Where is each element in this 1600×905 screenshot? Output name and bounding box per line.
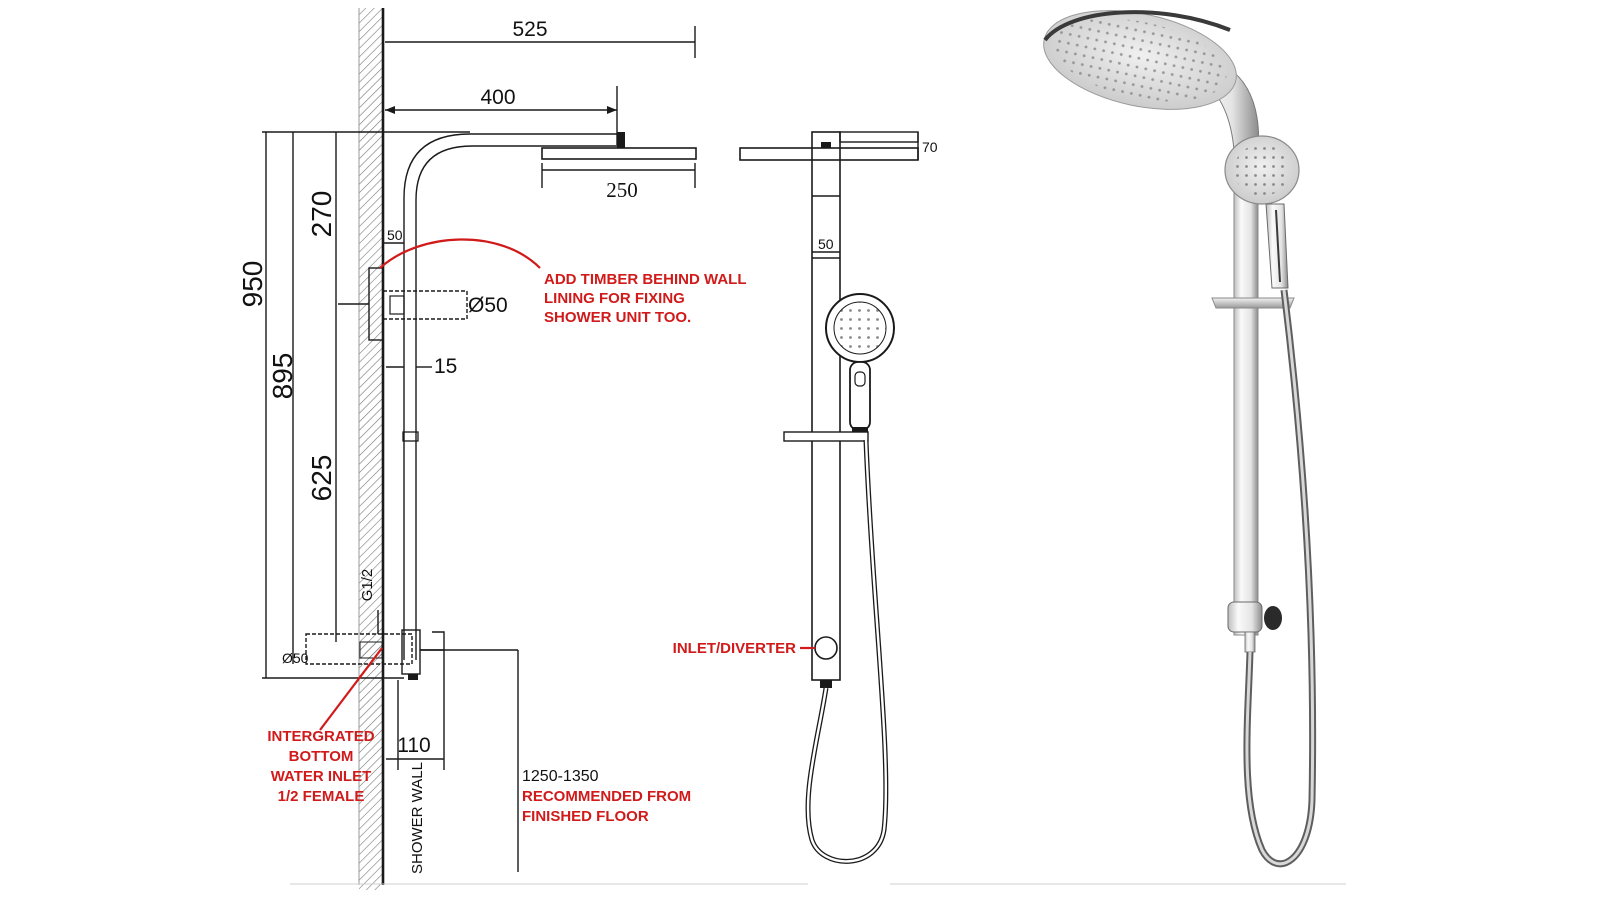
bracket-clamp: [389, 295, 405, 315]
dim-625-label: 625: [306, 455, 337, 502]
hose-connector-front: [820, 680, 832, 688]
dim-50-side-label: 50: [387, 227, 403, 243]
arm-outer-line: [403, 133, 625, 660]
inlet-thread: [359, 641, 383, 659]
timber-leader: [379, 238, 541, 269]
dim-110-label: 110: [397, 734, 430, 757]
rail-joint: [402, 431, 419, 442]
diverter-handle-side: [420, 631, 445, 651]
render-diverter-knob: [1264, 606, 1282, 630]
dim-270-label: 270: [306, 191, 337, 238]
rail-front: [811, 131, 841, 681]
head-connector: [617, 132, 625, 148]
soap-shelf-front: [783, 431, 869, 442]
hose-outlet-side: [408, 674, 418, 680]
dim-525-label: 525: [512, 18, 547, 41]
recommended-note-line-1: RECOMMENDED FROM: [522, 788, 691, 805]
inlet-note-line-2: BOTTOM: [289, 748, 354, 765]
handle-dock: [852, 427, 868, 432]
arm-front: [839, 131, 919, 143]
dim-70-label: 70: [922, 139, 938, 155]
overhead-head-side: [541, 147, 697, 160]
inlet-note-line-3: WATER INLET: [271, 768, 372, 785]
dim-50-front-label: 50: [818, 236, 834, 252]
diverter-knob-front: [814, 636, 838, 660]
inlet-body: [305, 633, 413, 665]
render-rail: [1233, 149, 1259, 636]
overhead-head-front: [739, 147, 919, 161]
side-elevation: 525 400 250 Ø50 50 15: [237, 8, 808, 890]
render-soap-shelf: [1211, 297, 1295, 309]
dim-15-label: 15: [434, 355, 457, 378]
hand-shower-nozzles: [833, 301, 887, 355]
timber-note-line-1: ADD TIMBER BEHIND WALL: [544, 271, 747, 288]
inlet-note-line-1: INTERGRATED: [267, 728, 374, 745]
shower-wall-label: SHOWER WALL: [409, 762, 426, 874]
inlet-leader: [319, 647, 383, 731]
render-hose-connector: [1244, 631, 1256, 653]
timber-note-line-2: LINING FOR FIXING: [544, 290, 685, 307]
render-handle-shadow: [1275, 209, 1281, 283]
dim-950-label: 950: [237, 261, 268, 308]
dim-dia50-bracket: Ø50: [468, 294, 508, 317]
diverter-label: INLET/DIVERTER: [673, 640, 797, 657]
arm-inner-line: [415, 145, 617, 660]
dim-895-label: 895: [267, 353, 298, 400]
recommended-note-line-2: FINISHED FLOOR: [522, 808, 649, 825]
render-overhead-nozzles: [1053, 18, 1227, 102]
dim-250-label: 250: [606, 178, 638, 202]
dim-height-range: 1250-1350: [522, 768, 599, 785]
render-hand-shower-nozzles: [1234, 144, 1290, 196]
dim-dia50-bottom: Ø50: [282, 650, 309, 666]
timber-note-line-3: SHOWER UNIT TOO.: [544, 309, 691, 326]
hand-shower-button: [854, 371, 866, 387]
wall-hatch: [359, 8, 383, 890]
dim-g12-label: G1/2: [359, 569, 376, 602]
render-diverter-body: [1227, 601, 1263, 633]
head-connector-front: [821, 142, 831, 148]
dim-400-label: 400: [480, 86, 515, 109]
bracket-arm: [382, 290, 468, 320]
render-hose-highlight: [1245, 289, 1315, 866]
front-elevation: 70 50 INLET/DIVERTER: [673, 131, 938, 864]
product-render: [890, 10, 1346, 885]
render-head-rim: [1043, 10, 1231, 42]
inlet-note-line-4: 1/2 FEMALE: [278, 788, 365, 805]
hose-front-fill: [806, 439, 888, 863]
